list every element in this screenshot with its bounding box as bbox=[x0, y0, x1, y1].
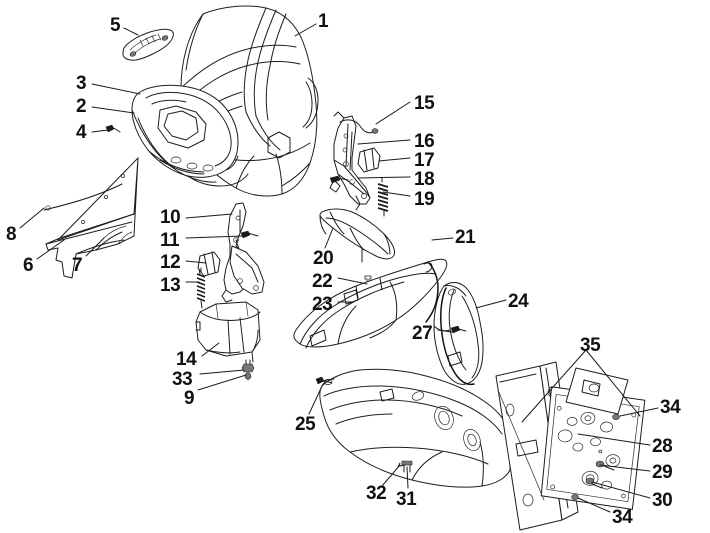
leader-screw-plate-upper bbox=[619, 407, 659, 417]
leader-pivot-bolt bbox=[357, 176, 411, 179]
part-17-rubber-pad bbox=[357, 147, 381, 173]
part-25-screw bbox=[315, 376, 333, 385]
callout-nut-clip: 31 bbox=[396, 489, 417, 510]
callout-screw-self-tapping: 4 bbox=[76, 122, 87, 143]
leader-license-plate-support bbox=[577, 433, 651, 446]
callout-tension-spring-large: 19 bbox=[414, 189, 435, 210]
part-2-3-inner-cover bbox=[131, 84, 249, 187]
callout-license-plate-support: 28 bbox=[652, 436, 673, 457]
callout-instrument-surround: 2 bbox=[76, 96, 87, 117]
leader-support-arm-bracket bbox=[357, 139, 411, 145]
callout-grommet-washer: 23 bbox=[312, 294, 333, 315]
callout-clip-fastener: 32 bbox=[366, 483, 387, 504]
callout-glove-compartment-box: 14 bbox=[176, 349, 197, 370]
part-27-screw bbox=[450, 325, 467, 334]
leader-screw-windshield bbox=[19, 207, 45, 229]
part-12-damper bbox=[197, 251, 221, 277]
callout-screw-pan-head: 22 bbox=[312, 271, 333, 292]
part-10-support-bracket bbox=[221, 202, 265, 303]
callout-screw-tapping-short: 27 bbox=[412, 323, 433, 344]
leader-grip-strip-trim bbox=[123, 27, 139, 36]
leader-instrument-surround bbox=[91, 106, 135, 114]
callout-screw-plate-lower: 34 bbox=[612, 507, 633, 528]
leader-side-spoiler-duct bbox=[475, 299, 507, 309]
callout-nut-cap: 30 bbox=[652, 490, 673, 511]
callout-screw-long-fender: 25 bbox=[295, 414, 316, 435]
leader-nut-flange bbox=[199, 369, 245, 375]
callout-screw-hex-flange: 11 bbox=[160, 230, 180, 251]
callout-lever-rod-link: 15 bbox=[414, 93, 435, 114]
callout-windshield-panel: 7 bbox=[72, 255, 83, 276]
part-5-grip-strip bbox=[122, 28, 174, 61]
callout-rubber-damper-block: 12 bbox=[160, 252, 181, 273]
callout-support-arm-bracket: 16 bbox=[414, 131, 435, 152]
part-15-rod-link bbox=[339, 119, 379, 134]
leader-plate-holder-assembly bbox=[521, 349, 587, 423]
part-14-glove-box bbox=[195, 301, 261, 363]
callout-lower-trim-bar: 20 bbox=[313, 248, 334, 269]
leader-screw-self-tapping bbox=[91, 129, 109, 133]
leader-screw-hex-flange bbox=[185, 235, 244, 239]
part-33-9-fasteners bbox=[241, 359, 255, 381]
part-16-support-arm bbox=[329, 111, 371, 211]
leader-spacer-bush bbox=[599, 464, 651, 472]
part-6-7-windshield bbox=[43, 157, 139, 279]
callout-screw-windshield: 8 bbox=[6, 224, 17, 245]
leader-tension-spring-large bbox=[382, 191, 411, 197]
part-11-screw bbox=[240, 230, 259, 239]
leader-screw-plate-lower bbox=[577, 497, 611, 513]
callout-screw-plate-upper: 34 bbox=[660, 397, 681, 418]
leader-screw-tapping-short bbox=[437, 329, 453, 333]
leader-glove-compartment-box bbox=[201, 342, 220, 357]
leader-plate-holder-branch bbox=[585, 349, 641, 417]
part-26-fender bbox=[319, 368, 512, 488]
callout-spacer-bush: 29 bbox=[652, 462, 673, 483]
part-24-side-spoiler bbox=[433, 282, 484, 386]
part-19-spring bbox=[377, 177, 389, 217]
leader-inner-cover-panel bbox=[91, 83, 141, 95]
part-4-screw bbox=[105, 124, 121, 133]
leader-rubber-pad-stop bbox=[378, 157, 411, 162]
leader-clip-fastener bbox=[381, 464, 401, 487]
callout-front-fairing-shield: 21 bbox=[455, 227, 476, 248]
callout-side-spoiler-duct: 24 bbox=[508, 291, 529, 312]
leader-windshield-panel bbox=[85, 237, 105, 257]
callout-plate-holder-assembly: 35 bbox=[580, 335, 601, 356]
leader-screw-long-fender bbox=[308, 385, 323, 415]
callout-support-bracket-upper: 10 bbox=[160, 207, 181, 228]
part-20-trim-bar bbox=[319, 208, 395, 263]
callout-grip-strip-trim: 5 bbox=[110, 15, 121, 36]
callout-inner-cover-panel: 3 bbox=[76, 73, 87, 94]
leader-windshield-lower bbox=[36, 239, 65, 260]
callout-nut-flange: 33 bbox=[172, 369, 193, 390]
leader-lines bbox=[19, 23, 659, 513]
leader-lower-trim-bar bbox=[324, 227, 334, 249]
leader-screw-and-washer bbox=[197, 374, 247, 391]
callout-screw-and-washer: 9 bbox=[184, 388, 195, 409]
part-31-32-fasteners bbox=[397, 460, 413, 473]
part-21-fairing bbox=[293, 258, 448, 349]
leader-rubber-damper-block bbox=[185, 260, 207, 264]
leader-front-fairing-shield bbox=[431, 237, 454, 241]
leader-support-bracket-upper bbox=[185, 213, 233, 219]
leader-lever-rod-link bbox=[375, 101, 411, 125]
leader-front-handlebar-cover bbox=[294, 23, 317, 37]
callout-rubber-pad-stop: 17 bbox=[414, 150, 435, 171]
callout-tension-spring-small: 13 bbox=[160, 275, 181, 296]
part-18-pivot-bolt bbox=[329, 175, 349, 184]
part-13-spring bbox=[196, 267, 206, 309]
leader-nut-clip bbox=[406, 466, 409, 489]
callout-front-handlebar-cover: 1 bbox=[318, 11, 329, 32]
leader-nut-cap bbox=[591, 481, 651, 499]
callout-windshield-lower: 6 bbox=[23, 255, 34, 276]
leader-screw-pan-head bbox=[337, 277, 368, 285]
callout-pivot-bolt: 18 bbox=[414, 169, 435, 190]
